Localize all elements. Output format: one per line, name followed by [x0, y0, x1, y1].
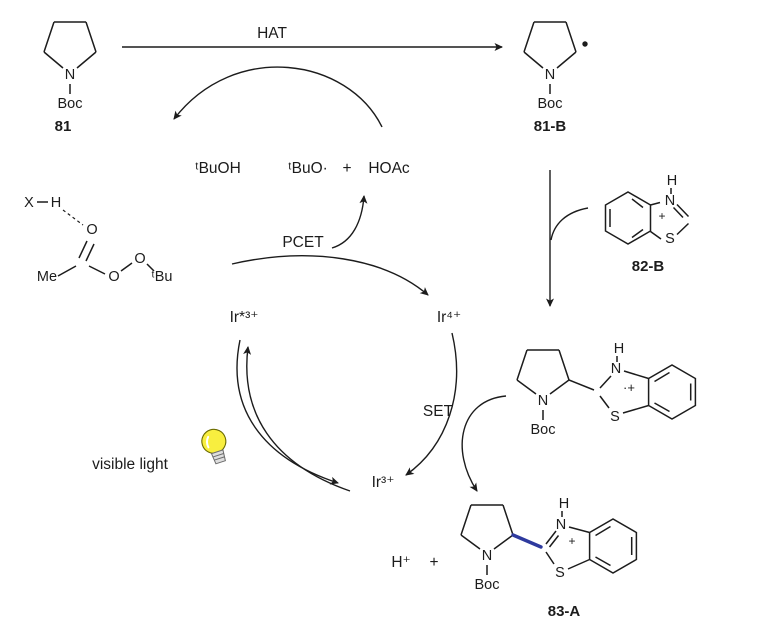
- me-label: Me: [37, 269, 57, 285]
- nitrogen-label: N: [482, 548, 492, 564]
- benzene-ring: [588, 518, 638, 574]
- compound-81b-id: 81-B: [534, 118, 567, 135]
- sulfur-label: S: [555, 565, 565, 581]
- pyrrolidine-ring-bonds: [460, 504, 514, 575]
- new-c-c-bond-highlight: [511, 533, 543, 549]
- h-label: H: [667, 173, 677, 189]
- compound-81: N Boc 81: [43, 21, 97, 135]
- excitation-arrow-up: [243, 346, 351, 492]
- compound-82b-id: 82-B: [632, 258, 665, 275]
- hoac-label: HOAc: [368, 160, 410, 177]
- boc-label: Boc: [58, 96, 83, 112]
- bulb-glass: [201, 428, 227, 454]
- pyrrolidine-ring-bonds: [43, 21, 97, 94]
- plus-sign: +: [342, 160, 351, 177]
- hat-label: HAT: [257, 25, 287, 42]
- tbuoh-label: ᵗBuOH: [195, 160, 241, 177]
- skeleton-bonds: [57, 262, 155, 277]
- set-cycle-arrow: [405, 332, 458, 476]
- addition-step: [546, 170, 589, 307]
- visible-light-group: visible light: [92, 428, 227, 473]
- sulfur-label: S: [665, 231, 675, 247]
- compound-82b: H N S + 82-B: [604, 173, 690, 275]
- sulfur-label: S: [610, 409, 620, 425]
- tbu-label: ᵗBu: [152, 269, 173, 285]
- pyrrolidine-ring-bonds: [523, 21, 577, 94]
- ester-o-label: O: [108, 269, 119, 285]
- nitrogen-label: N: [665, 193, 675, 209]
- plus-sign: +: [429, 554, 438, 571]
- benzene-double-bonds: [609, 198, 644, 239]
- tbuo-radical-label: ᵗBuO·: [288, 160, 328, 177]
- radical-cation-symbol: ·+: [623, 380, 635, 395]
- hat-step: HAT: [122, 25, 503, 128]
- boc-label: Boc: [538, 96, 563, 112]
- pcet-products-arrow: [331, 195, 368, 249]
- compound-81b: N Boc 81-B: [523, 21, 588, 135]
- h-plus-label: H⁺: [391, 554, 410, 571]
- benzene-ring: [604, 191, 652, 245]
- c2-n-double-bond: [548, 535, 560, 548]
- ir-ground-label: Ir³⁺: [372, 474, 395, 491]
- h-label: H: [559, 496, 569, 512]
- peroxide-o-label: O: [134, 251, 145, 267]
- hat-byproducts: ᵗBuOH ᵗBuO· + HOAc: [195, 160, 410, 177]
- bulb-base-thread: [214, 456, 225, 461]
- pcet-label: PCET: [282, 234, 324, 251]
- pcet-arrow: [231, 255, 429, 296]
- excitation-arrow-down: [236, 339, 339, 485]
- lightbulb-icon: [201, 428, 227, 465]
- ir-oxidized-label: Ir⁴⁺: [437, 309, 461, 326]
- boc-label: Boc: [531, 422, 556, 438]
- h-label: H: [614, 341, 624, 357]
- compound-81-id: 81: [55, 118, 72, 135]
- adduct-to-product-arrow: [461, 395, 507, 492]
- carbonyl-double-bond: [78, 240, 95, 262]
- x-label: X: [24, 195, 34, 211]
- adduct-structure: N Boc H N S ·+: [516, 341, 697, 438]
- nitrogen-label: N: [545, 67, 555, 83]
- visible-light-label: visible light: [92, 456, 169, 473]
- nitrogen-label: N: [556, 517, 566, 533]
- thiazoline-ring-bonds: [599, 370, 649, 414]
- benzene-double-bonds: [595, 525, 633, 567]
- h-label: H: [51, 195, 61, 211]
- link-bond: [568, 379, 595, 391]
- set-label: SET: [423, 403, 454, 420]
- plus-charge: +: [568, 534, 575, 548]
- compound-83a: H⁺ + N Boc H N S + 83-A: [391, 496, 638, 620]
- plus-charge: +: [658, 209, 665, 223]
- thiazolium-ring-bonds: [545, 526, 590, 570]
- nitrogen-label: N: [538, 393, 548, 409]
- thiazole-ring-bonds: [650, 201, 690, 240]
- compound-83a-id: 83-A: [548, 603, 581, 620]
- radical-dot: [582, 41, 588, 47]
- hat-cycle-arrow: [173, 66, 383, 128]
- hydrogen-bond-dashed: [62, 209, 84, 226]
- bulb-base-thread: [212, 453, 224, 458]
- pyrrolidine-ring-bonds: [516, 349, 570, 420]
- nitrogen-label: N: [65, 67, 75, 83]
- benzene-ring: [647, 364, 697, 420]
- bulb-shine: [205, 435, 210, 449]
- carbonyl-o-label: O: [86, 222, 97, 238]
- benzene-double-bonds: [654, 371, 692, 413]
- perester-structure: X H O Me O O ᵗBu: [24, 195, 172, 285]
- pcet-step: PCET: [231, 195, 429, 296]
- 82b-feed-curve: [550, 207, 589, 241]
- ir-excited-label: Ir*³⁺: [230, 309, 259, 326]
- c2-n-double-bond: [672, 206, 684, 219]
- photocatalyst-cycle: Ir*³⁺ Ir⁴⁺ Ir³⁺ SET: [230, 309, 507, 492]
- boc-label: Boc: [475, 577, 500, 593]
- nitrogen-label: N: [611, 361, 621, 377]
